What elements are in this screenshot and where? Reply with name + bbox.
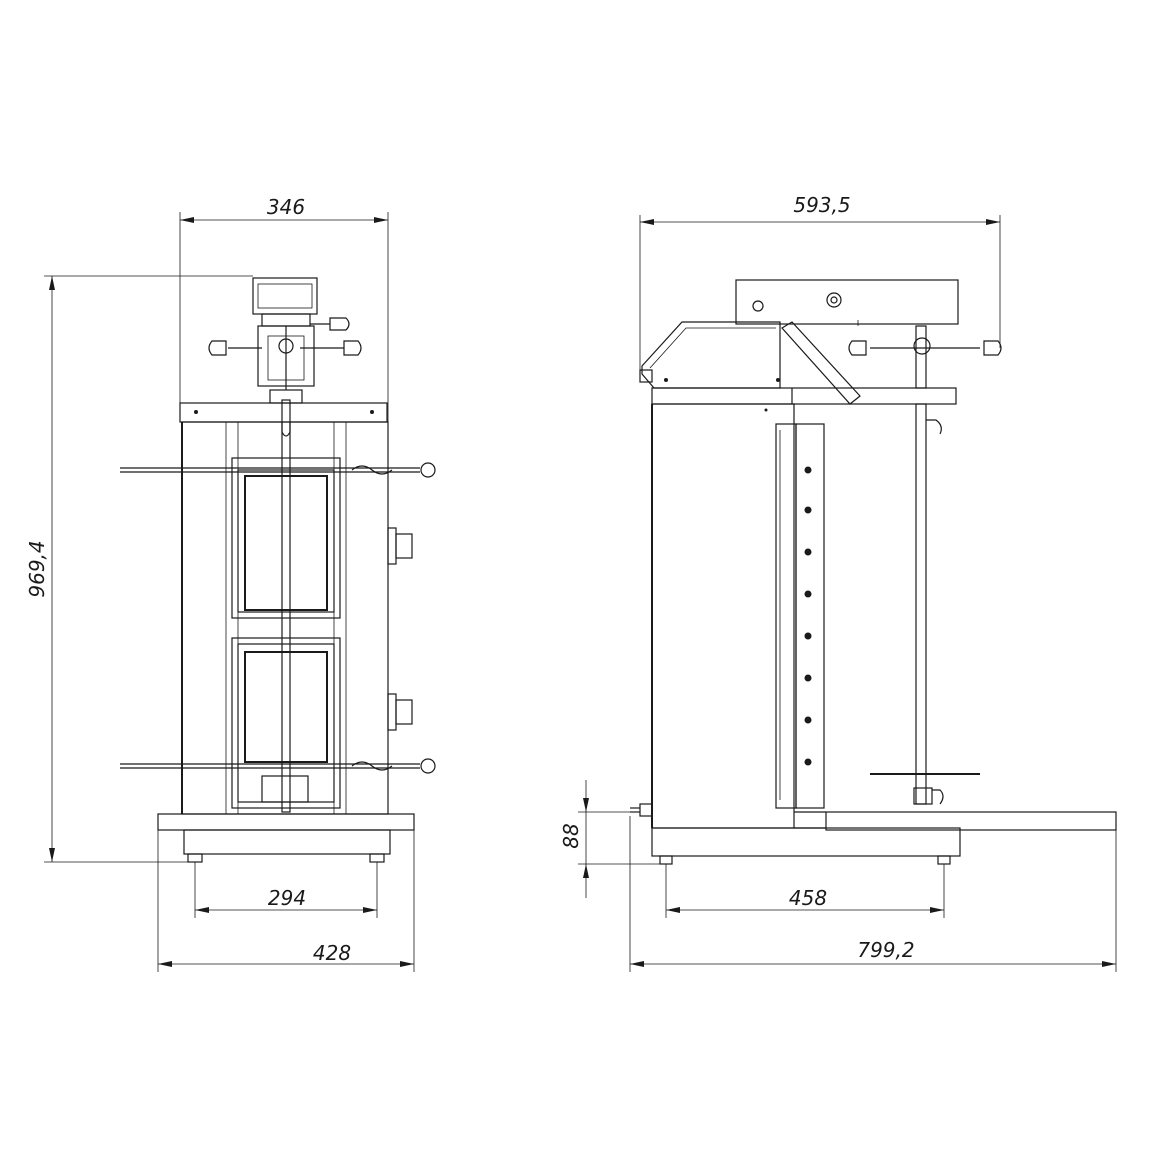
side-view (630, 279, 1117, 865)
front-burner-panel-lower (231, 637, 341, 809)
front-hub (278, 338, 294, 354)
side-base-box (651, 827, 961, 857)
dim-side-total-depth-799-2: 799,2 (857, 938, 914, 962)
side-vertical-spit (915, 403, 927, 805)
side-top-plate (651, 387, 957, 405)
dim-front-feet-294: 294 (268, 886, 306, 910)
side-drip-tray (825, 811, 1117, 831)
side-foot-right (937, 855, 951, 865)
dim-front-width-346: 346 (267, 195, 305, 219)
dimensions: 346 969,4 294 428 593,5 8 (25, 193, 1117, 972)
side-foot-left (659, 855, 673, 865)
side-gas-inlet (639, 803, 653, 817)
front-base-plate (157, 813, 415, 831)
front-vertical-spit (281, 399, 291, 813)
side-diagonal-arm (781, 321, 861, 405)
front-handle-right-upper (329, 317, 350, 331)
dim-total-height-969-4: 969,4 (25, 540, 49, 597)
front-top-plate (179, 402, 388, 423)
front-foot-left (187, 853, 203, 863)
front-handle-right-lower (343, 340, 362, 356)
side-burner-column (775, 423, 797, 809)
front-base-box (183, 829, 391, 855)
side-handle-right (983, 340, 1002, 356)
side-spit-hub (913, 337, 931, 355)
front-knob-upper (387, 527, 397, 565)
front-foot-right (369, 853, 385, 863)
side-handle-left (848, 340, 867, 356)
dim-front-base-428: 428 (313, 941, 351, 965)
front-handle-left (208, 340, 227, 356)
side-control-box (735, 279, 959, 325)
front-motor-housing (252, 277, 318, 315)
side-burner-strip (795, 423, 825, 809)
side-hood (641, 321, 781, 389)
dim-side-feet-458: 458 (789, 886, 827, 910)
dim-side-base-height-88: 88 (559, 823, 583, 848)
front-knob-lower (387, 693, 397, 731)
side-body (651, 403, 795, 829)
front-view (120, 277, 436, 863)
front-burner-panel-upper (231, 457, 341, 619)
dim-side-depth-593-5: 593,5 (793, 193, 850, 217)
